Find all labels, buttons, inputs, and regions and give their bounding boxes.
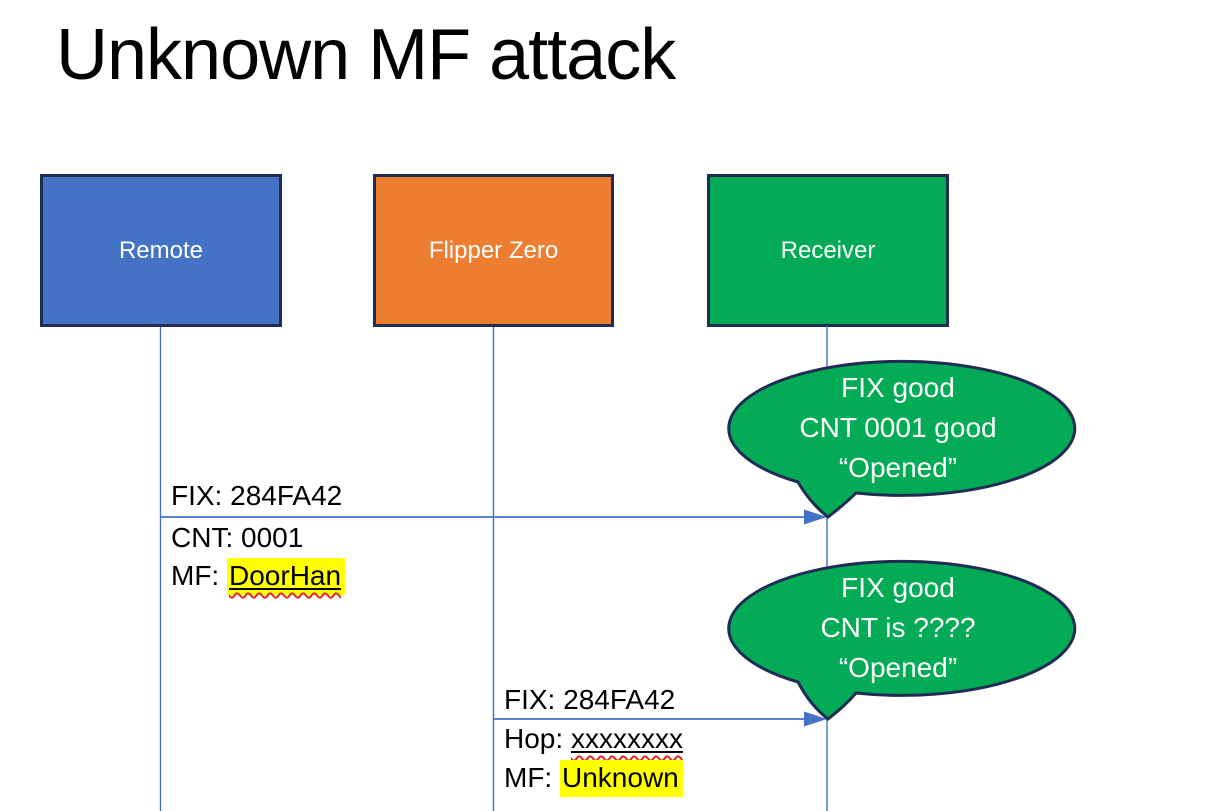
actor-box-receiver: Receiver	[707, 174, 949, 327]
message-2-hop-squiggle: xxxxxxxx	[571, 723, 683, 754]
message-1-mf-label: MF: DoorHan	[171, 558, 346, 595]
speech-bubble-1	[727, 359, 1077, 519]
actor-label-receiver: Receiver	[780, 236, 876, 264]
message-1-fix-text: FIX: 284FA42	[171, 480, 343, 511]
arrowhead-icon-1	[804, 509, 827, 525]
message-1-mf-prefix: MF:	[171, 560, 227, 591]
actor-label-flipper-zero: Flipper Zero	[428, 236, 559, 264]
message-1-cnt-text: CNT: 0001	[171, 522, 304, 553]
message-arrow-flipper-to-receiver	[493, 711, 827, 727]
bubble-1-text: FIX good CNT 0001 good “Opened”	[799, 368, 996, 488]
speech-bubble-2	[727, 559, 1077, 721]
slide-title: Unknown MF attack	[56, 15, 676, 95]
bubble-1-line-3: “Opened”	[838, 452, 958, 483]
bubble-2-line-3: “Opened”	[838, 652, 958, 683]
message-1-fix-label: FIX: 284FA42	[171, 479, 342, 513]
message-2-hop-label: Hop: xxxxxxxx	[504, 722, 683, 756]
bubble-1-line-2: CNT 0001 good	[799, 412, 997, 443]
message-2-fix-text: FIX: 284FA42	[504, 684, 676, 715]
message-2-mf-value: Unknown	[562, 762, 679, 793]
actor-box-remote: Remote	[40, 174, 282, 327]
message-1-cnt-label: CNT: 0001	[171, 521, 303, 555]
message-2-hop-prefix: Hop:	[504, 723, 571, 754]
message-1-mf-value: DoorHan	[229, 560, 342, 591]
actor-box-flipper-zero: Flipper Zero	[373, 174, 614, 327]
actor-label-remote: Remote	[118, 236, 204, 264]
bubble-1-line-1: FIX good	[841, 372, 955, 403]
bubble-2-text: FIX good CNT is ???? “Opened”	[820, 568, 975, 688]
bubble-2-line-1: FIX good	[841, 572, 955, 603]
message-arrow-remote-to-receiver	[160, 509, 827, 525]
message-2-mf-highlight: Unknown	[560, 760, 683, 797]
message-2-mf-prefix: MF:	[504, 762, 560, 793]
message-2-mf-label: MF: Unknown	[504, 760, 683, 797]
bubble-2-line-2: CNT is ????	[820, 612, 976, 643]
arrowhead-icon-2	[804, 711, 827, 727]
message-2-hop-value: xxxxxxxx	[570, 723, 683, 754]
message-1-mf-highlight: DoorHan	[227, 558, 346, 595]
message-2-fix-label: FIX: 284FA42	[504, 683, 675, 717]
